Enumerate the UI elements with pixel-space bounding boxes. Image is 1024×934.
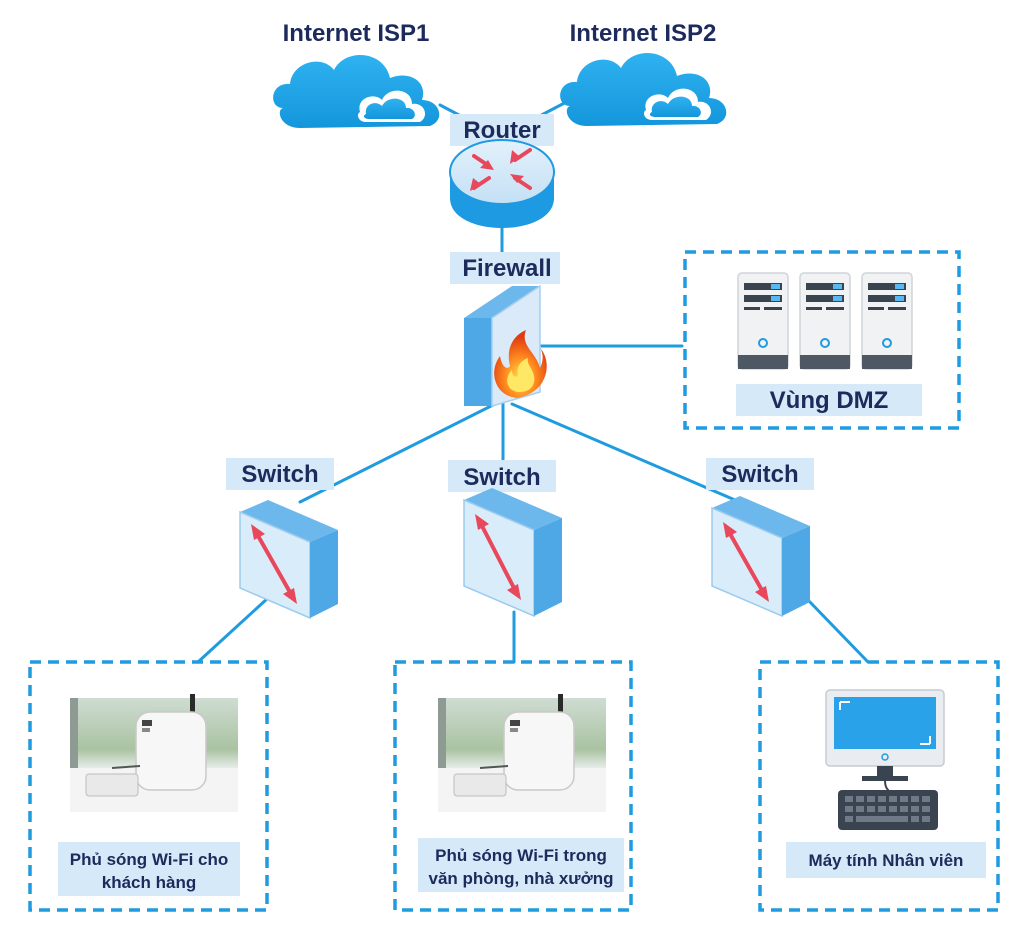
switch-middle-icon xyxy=(463,488,562,618)
link-firewall-switch-right xyxy=(510,402,737,502)
switch-left-icon xyxy=(239,500,338,620)
switch-left-label: Switch xyxy=(241,461,318,488)
switch-right-label-box xyxy=(706,458,814,490)
firewall-label: Firewall xyxy=(462,255,551,282)
dmz-label-box xyxy=(736,384,922,416)
link-switch-left-wifi-guest xyxy=(196,596,270,664)
dmz-label: Vùng DMZ xyxy=(770,387,889,414)
switch-right-icon xyxy=(711,496,810,618)
cloud-icon-isp1 xyxy=(273,55,440,128)
switch-middle-label-box xyxy=(448,460,556,492)
server-icon xyxy=(861,272,913,370)
desktop-computer-icon xyxy=(825,689,945,830)
wifi-office-zone-border xyxy=(393,660,633,912)
firewall-icon xyxy=(464,284,547,407)
firewall-label-box xyxy=(450,252,560,284)
switch-right-label: Switch xyxy=(721,461,798,488)
switch-middle-label: Switch xyxy=(463,464,540,491)
server-icon xyxy=(737,272,789,370)
wifi-guest-label-box xyxy=(58,842,240,896)
employee-pc-label: Máy tính Nhân viên xyxy=(809,851,964,870)
dmz-servers xyxy=(737,272,913,370)
wifi-guest-label-line1: Phủ sóng Wi-Fi cho xyxy=(70,850,229,869)
access-point-photo-guest xyxy=(70,694,238,812)
server-icon xyxy=(799,272,851,370)
employee-pc-label-box xyxy=(786,842,986,878)
connection-lines xyxy=(196,96,870,664)
access-point-photo-office xyxy=(438,694,606,812)
isp1-label: Internet ISP1 xyxy=(283,20,430,47)
wifi-office-label-box xyxy=(418,838,624,892)
wifi-guest-zone-border xyxy=(28,660,269,912)
router-icon xyxy=(449,139,555,228)
employee-pc-zone-border xyxy=(758,660,1000,912)
wifi-guest-label-line2: khách hàng xyxy=(102,873,196,892)
wifi-office-label-line1: Phủ sóng Wi-Fi trong xyxy=(435,846,607,865)
isp2-label: Internet ISP2 xyxy=(570,20,717,47)
switch-left-label-box xyxy=(226,458,334,490)
link-switch-right-pc xyxy=(806,598,870,664)
wifi-office-label-line2: văn phòng, nhà xưởng xyxy=(429,869,614,888)
dmz-zone-border xyxy=(683,250,961,430)
cloud-icon-isp2 xyxy=(560,53,727,126)
